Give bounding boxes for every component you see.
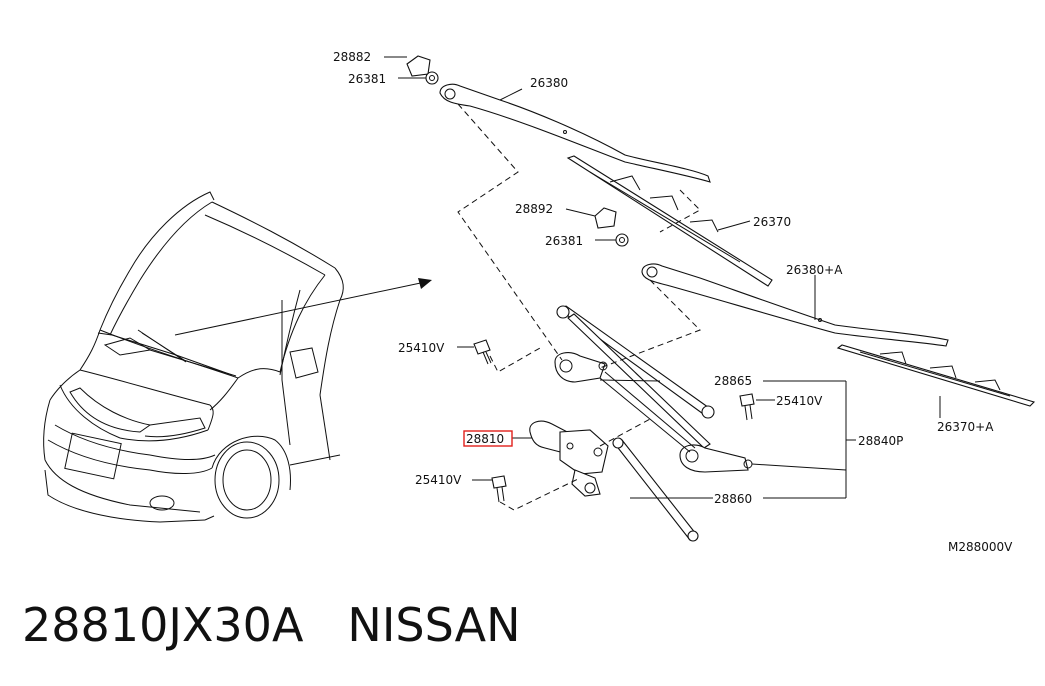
wiper-blade-26370-shape [566,155,773,287]
label-26381-mid: 26381 [545,234,583,248]
label-26370a: 26370+A [937,420,994,434]
van-illustration [43,191,432,523]
label-26381-top: 26381 [348,72,386,86]
parts [406,55,1036,542]
label-25410v-c: 25410V [415,473,462,487]
part-number: 28810JX30A [22,598,304,652]
part-caption: 28810JX30A NISSAN [22,598,521,652]
label-28810-highlight-box [463,430,513,447]
bolt-25410v-c-shape [491,475,507,503]
diagram-reference-code: M288000V [948,540,1013,554]
wiper-arm-26380a-shape [641,263,949,347]
label-28865: 28865 [714,374,752,388]
wiper-parts-diagram: 28882 26381 26380 28892 26381 26370 2638… [43,50,1036,554]
label-28840p: 28840P [858,434,903,448]
nut-26381-shape [425,71,439,85]
label-28810: 28810 [466,432,504,446]
wiper-arm-26380-shape [439,83,711,183]
nut-26381-mid-shape [615,233,629,247]
leader-lines [384,56,941,499]
label-26380: 26380 [530,76,568,90]
label-25410v-a: 25410V [398,341,445,355]
brand-name: NISSAN [347,598,521,652]
bolt-25410v-b-shape [739,393,755,421]
label-25410v-b: 25410V [776,394,823,408]
cap-28892-shape [594,207,617,229]
label-28882: 28882 [333,50,371,64]
label-28892: 28892 [515,202,553,216]
assembly-guides [457,103,701,511]
label-26370: 26370 [753,215,791,229]
bolt-25410v-a-shape [473,339,492,365]
cap-28882-shape [406,55,431,77]
label-26380a: 26380+A [786,263,843,277]
wiper-motor-28810-shape [529,420,609,497]
label-28860: 28860 [714,492,752,506]
